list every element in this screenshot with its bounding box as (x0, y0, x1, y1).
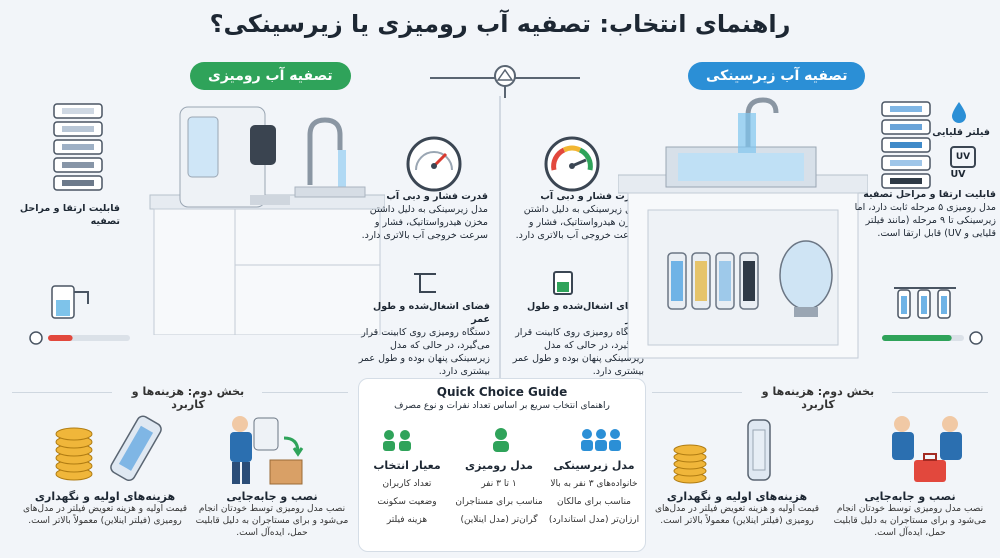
countertop-column-title: مدل رومیزی (465, 459, 533, 472)
countertop-column: مدل رومیزی ۱ تا ۳ نفر مناسب برای مستاجرا… (455, 459, 543, 526)
undersink-lifespan-bar (882, 331, 983, 345)
family-group-icon (383, 430, 411, 451)
guide-subtitle: راهنمای انتخاب سریع بر اساس تعداد نفرات … (394, 401, 610, 411)
pressure-text-left: مدل زیرسینکی به دلیل داشتن مخزن هیدرواست… (361, 204, 488, 241)
criteria-title: معیار انتخاب (373, 459, 441, 472)
pressure-text-right: مدل زیرسینکی به دلیل داشتن مخزن هیدرواست… (515, 204, 642, 241)
divider-line-right-2 (892, 392, 988, 393)
undersink-mini-filters-icon (894, 287, 956, 319)
criteria-item-residence: وضعیت سکونت (377, 497, 437, 507)
single-person-icon (493, 428, 509, 452)
three-people-icon (581, 429, 621, 451)
part2-left-cost-text: قیمت اولیه و هزینه تعویض فیلتر در مدل‌ها… (23, 504, 187, 526)
undersink-upgrade-block: قابلیت ارتقا و مراحل تصفیه مدل رومیزی ۵ … (846, 188, 996, 240)
divider-line-right (652, 392, 742, 393)
part2-left-install: نصب و جابه‌جایی نصب مدل رومیزی توسط خودت… (192, 490, 352, 539)
pressure-block-right: قدرت فشار و دبی آب مدل زیرسینکی به دلیل … (512, 190, 642, 242)
coins-and-filter-icon (55, 415, 162, 482)
undersink-column: مدل زیرسینکی خانواده‌های ۳ نفر به بالا م… (547, 459, 641, 526)
page-title: راهنمای انتخاب: تصفیه آب رومیزی یا زیرسی… (209, 10, 791, 38)
part2-left-install-text: نصب مدل رومیزی توسط خودتان انجام می‌شود … (195, 504, 349, 538)
divider-line-left-2 (262, 392, 348, 393)
undersink-kitchen-illustration (618, 97, 868, 359)
person-installing-icon (230, 416, 304, 485)
undersink-item-filter-cost: ارزان‌تر (مدل استاندارد) (548, 515, 640, 525)
countertop-item-residence: مناسب برای مستاجران (455, 497, 543, 507)
pressure-title-left: قدرت فشار و دبی آب (386, 191, 488, 202)
guide-title: Quick Choice Guide (436, 385, 568, 399)
undersink-column-title: مدل زیرسینکی (553, 459, 635, 472)
criteria-column: معیار انتخاب تعداد کاربران وضعیت سکونت ه… (365, 459, 449, 526)
part2-left-cost-title: هزینه‌های اولیه و نگهداری (34, 490, 176, 503)
part2-left-heading: بخش دوم: هزینه‌ها و کاربرد (131, 385, 245, 411)
countertop-label: تصفیه آب رومیزی (190, 62, 351, 90)
pressure-gauge-low-icon (406, 136, 462, 192)
part2-right-install-title: نصب و جابه‌جایی (864, 490, 956, 503)
countertop-item-users: ۱ تا ۳ نفر (481, 479, 517, 489)
divider-line-left (12, 392, 112, 393)
undersink-filter-stages-icon (881, 101, 931, 189)
space-text-left: دستگاه رومیزی روی کابینت قرار می‌گیرد، د… (358, 327, 490, 377)
uv-icon: UV (950, 146, 976, 168)
undersink-label: تصفیه آب زیرسینکی (688, 62, 866, 90)
pressure-gauge-high-icon (544, 136, 600, 192)
filter-stages-icon (53, 103, 103, 191)
countertop-item-filter-cost: گران‌تر (مدل اینلاین) (460, 515, 538, 525)
criteria-item-users: تعداد کاربران (382, 479, 432, 489)
center-divider (499, 96, 501, 382)
part2-left-install-title: نصب و جابه‌جایی (226, 490, 318, 503)
tag-uv: UV (950, 169, 966, 180)
space-block-left: فضای اشغال‌شده و طول عمر دستگاه رومیزی ر… (358, 300, 490, 378)
two-technicians-icon (892, 416, 962, 482)
pressure-block-left: قدرت فشار و دبی آب مدل زیرسینکی به دلیل … (358, 190, 488, 242)
part2-left-cost: هزینه‌های اولیه و نگهداری قیمت اولیه و ه… (20, 490, 190, 527)
space-title-left: فضای اشغال‌شده و طول عمر (372, 301, 490, 325)
part2-right-cost-title: هزینه‌های اولیه و نگهداری (666, 490, 808, 503)
undersink-upgrade-text: مدل رومیزی ۵ مرحله ثابت دارد، اما زیرسین… (854, 202, 996, 239)
space-text-right: دستگاه رومیزی روی کابینت قرار می‌گیرد، د… (512, 327, 644, 377)
tank-level-icon (553, 271, 573, 295)
tag-alkaline: فیلتر قلیایی (932, 127, 990, 138)
undersink-item-residence: مناسب برای مالکان (556, 497, 632, 507)
quick-choice-guide-panel: Quick Choice Guide راهنمای انتخاب سریع ب… (358, 378, 646, 552)
countertop-upgrade-title: قابلیت ارتقا و مراحل تصفیه (19, 203, 120, 227)
part2-right-cost: هزینه‌های اولیه و نگهداری قیمت اولیه و ه… (652, 490, 822, 527)
countertop-lifespan-bar (29, 331, 130, 345)
countertop-kitchen-illustration (149, 106, 385, 335)
part2-right-cost-text: قیمت اولیه و هزینه تعویض فیلتر در مدل‌ها… (655, 504, 819, 526)
undersink-upgrade-title: قابلیت ارتقا و مراحل تصفیه (863, 189, 996, 200)
water-drop-icon (952, 102, 966, 123)
part2-right-install: نصب و جابه‌جایی نصب مدل رومیزی توسط خودت… (826, 490, 994, 539)
countertop-tank-icon (51, 285, 89, 319)
pressure-title-right: قدرت فشار و دبی آب (540, 191, 642, 202)
coins-and-filter-icon-right (673, 419, 771, 484)
undersink-item-users: خانواده‌های ۳ نفر به بالا (550, 479, 638, 489)
criteria-item-filter-cost: هزینه فیلتر (386, 515, 428, 525)
cabinet-corner-icon (414, 273, 436, 293)
part2-right-install-text: نصب مدل رومیزی توسط خودتان انجام می‌شود … (833, 504, 987, 538)
balance-scale-icon (430, 65, 580, 98)
part2-right-heading: بخش دوم: هزینه‌ها و کاربرد (761, 385, 875, 411)
